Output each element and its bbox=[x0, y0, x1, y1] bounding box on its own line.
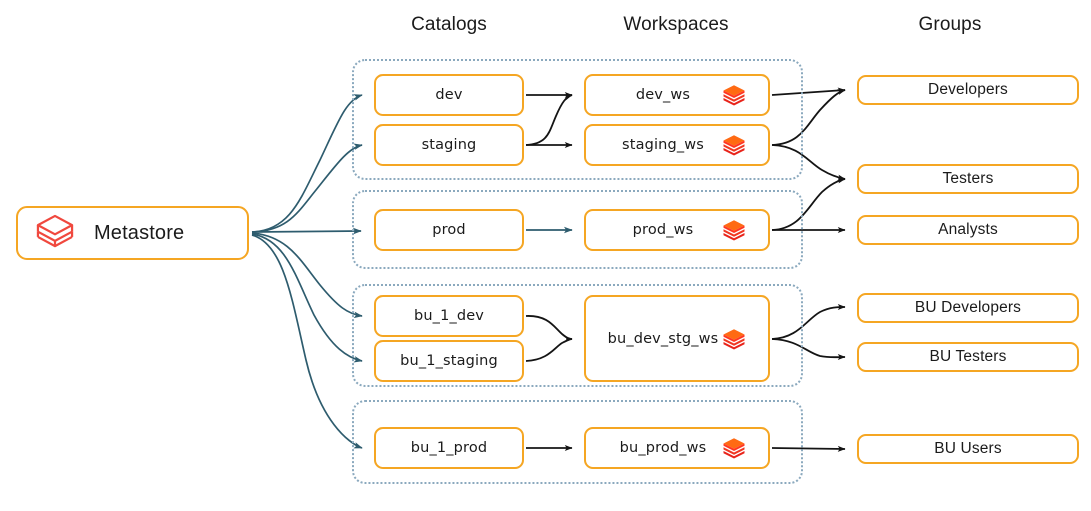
group-label: BU Users bbox=[934, 440, 1002, 457]
databricks-stack-icon bbox=[722, 133, 746, 157]
databricks-stack-icon bbox=[722, 327, 746, 351]
catalog-node-prod[interactable]: prod bbox=[374, 209, 524, 251]
workspace-node-bu-dev-stg-ws[interactable]: bu_dev_stg_ws bbox=[584, 295, 770, 382]
edges-catalogs-to-workspaces bbox=[525, 91, 573, 451]
catalog-label: bu_1_dev bbox=[413, 308, 485, 324]
edge-prodws-testers bbox=[771, 177, 846, 231]
group-label: Analysts bbox=[938, 221, 998, 238]
catalog-node-staging[interactable]: staging bbox=[374, 124, 524, 166]
metastore-stack-icon bbox=[34, 212, 76, 254]
workspace-node-staging-ws[interactable]: staging_ws bbox=[584, 124, 770, 166]
databricks-stack-icon bbox=[722, 218, 746, 242]
group-label: Developers bbox=[928, 81, 1008, 98]
column-header-groups: Groups bbox=[918, 14, 982, 35]
catalog-label: prod bbox=[432, 222, 466, 238]
workspace-label: staging_ws bbox=[622, 137, 704, 153]
env-group-dev-staging bbox=[352, 59, 803, 180]
edge-metastore-dev bbox=[251, 94, 363, 233]
workspace-node-dev-ws[interactable]: dev_ws bbox=[584, 74, 770, 116]
databricks-stack-icon bbox=[722, 83, 746, 107]
edge-metastore-bu1staging bbox=[251, 233, 363, 363]
edges-metastore-to-catalogs bbox=[251, 94, 363, 449]
group-label: BU Developers bbox=[914, 299, 1022, 316]
edge-metastore-prod bbox=[251, 227, 362, 235]
edge-stagingws-developers bbox=[771, 89, 846, 146]
catalog-node-bu-1-staging[interactable]: bu_1_staging bbox=[374, 340, 524, 382]
group-label: Testers bbox=[942, 170, 994, 187]
edge-bu1staging-budevstgws bbox=[525, 336, 573, 362]
metastore-node[interactable]: Metastore bbox=[16, 206, 249, 260]
catalog-label: staging bbox=[421, 137, 477, 153]
env-group-bu-dev-stg bbox=[352, 284, 803, 387]
edge-budevstgws-butesters bbox=[771, 338, 846, 361]
group-node-bu-testers[interactable]: BU Testers bbox=[857, 342, 1079, 372]
edge-metastore-staging bbox=[251, 143, 363, 233]
edge-devws-developers bbox=[771, 87, 846, 96]
edge-budevstgws-budevelopers bbox=[771, 304, 846, 340]
catalog-node-bu-1-dev[interactable]: bu_1_dev bbox=[374, 295, 524, 337]
group-node-developers[interactable]: Developers bbox=[857, 75, 1079, 105]
group-node-testers[interactable]: Testers bbox=[857, 164, 1079, 194]
workspace-node-bu-prod-ws[interactable]: bu_prod_ws bbox=[584, 427, 770, 469]
group-node-analysts[interactable]: Analysts bbox=[857, 215, 1079, 245]
edges-workspaces-to-groups bbox=[771, 87, 846, 452]
env-group-bu-prod bbox=[352, 400, 803, 484]
catalog-node-bu-1-prod[interactable]: bu_1_prod bbox=[374, 427, 524, 469]
catalog-label: bu_1_prod bbox=[410, 440, 488, 456]
catalog-node-dev[interactable]: dev bbox=[374, 74, 524, 116]
metastore-label: Metastore bbox=[94, 221, 185, 244]
edge-metastore-bu1dev bbox=[251, 232, 363, 319]
edge-staging-devws bbox=[525, 94, 573, 146]
databricks-stack-icon bbox=[722, 436, 746, 460]
workspace-label: bu_dev_stg_ws bbox=[607, 330, 719, 347]
env-group-prod bbox=[352, 190, 803, 269]
catalog-label: bu_1_staging bbox=[400, 353, 498, 369]
group-label: BU Testers bbox=[929, 348, 1007, 365]
edge-buprodws-buusers bbox=[771, 445, 846, 452]
workspace-label: prod_ws bbox=[632, 222, 694, 238]
group-node-bu-developers[interactable]: BU Developers bbox=[857, 293, 1079, 323]
workspace-label: dev_ws bbox=[635, 87, 691, 103]
catalog-label: dev bbox=[435, 87, 463, 103]
column-header-catalogs: Catalogs bbox=[411, 14, 487, 35]
column-header-workspaces: Workspaces bbox=[623, 14, 729, 35]
group-node-bu-users[interactable]: BU Users bbox=[857, 434, 1079, 464]
workspace-label: bu_prod_ws bbox=[619, 440, 707, 456]
workspace-node-prod-ws[interactable]: prod_ws bbox=[584, 209, 770, 251]
edge-metastore-bu1prod bbox=[251, 234, 363, 449]
